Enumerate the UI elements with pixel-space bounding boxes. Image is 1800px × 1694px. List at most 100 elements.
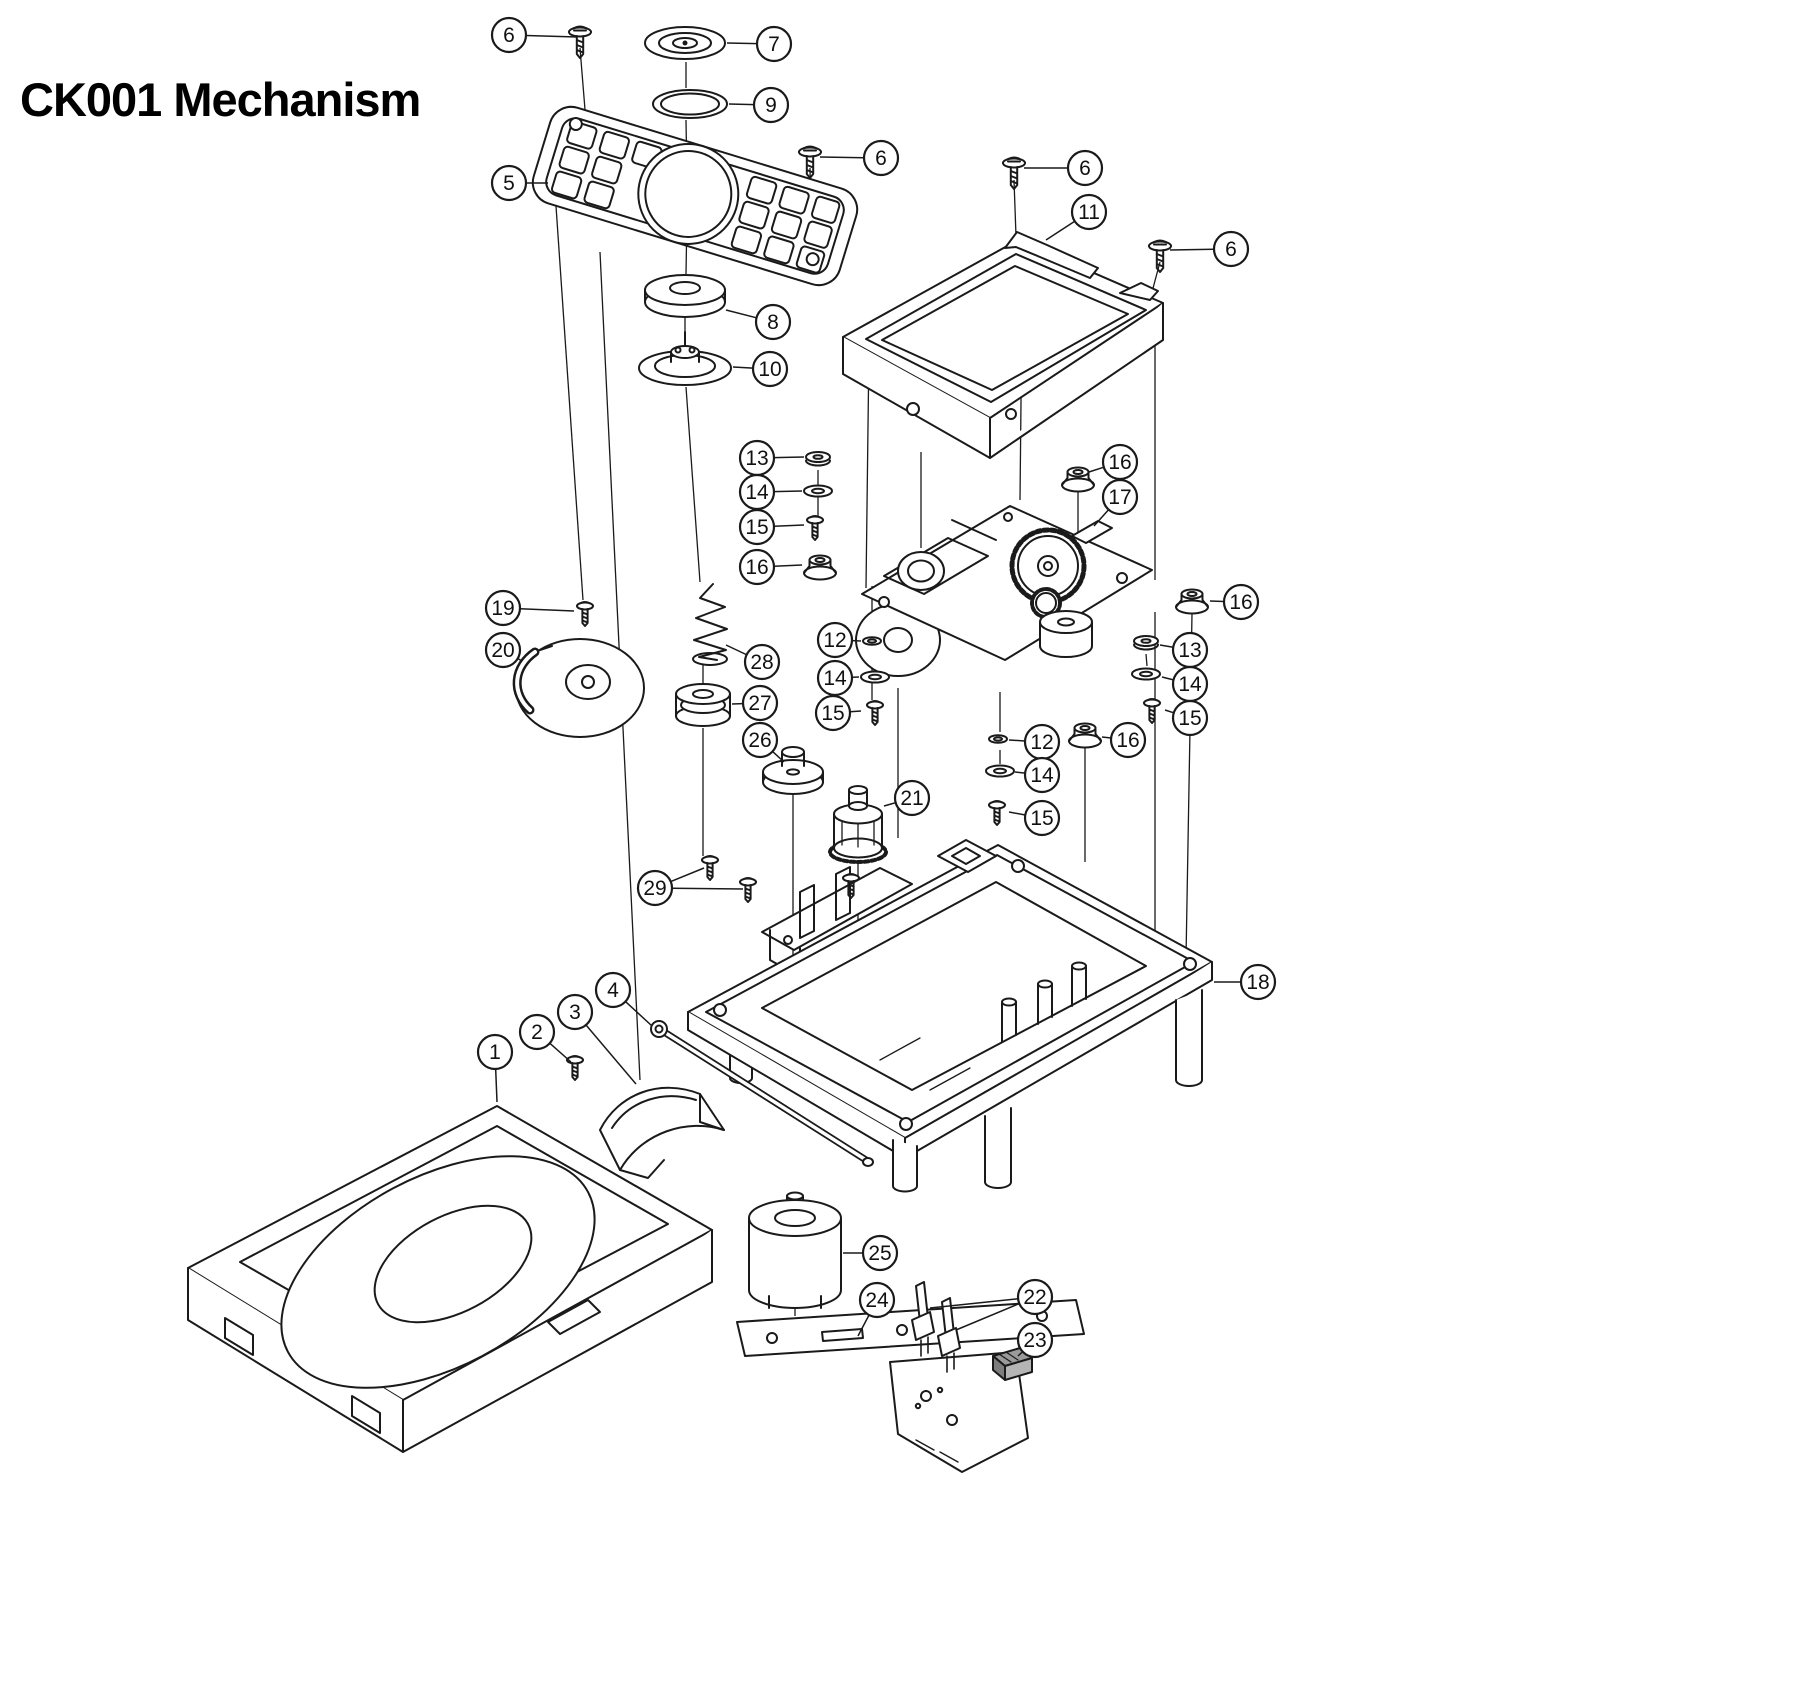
callout-leader-line	[773, 456, 805, 459]
part-pulley	[675, 683, 731, 727]
callout-leader-line	[1159, 644, 1174, 648]
callout-leader-line	[1093, 509, 1110, 527]
callout-leader-line	[1101, 736, 1112, 739]
callout-balloon	[490, 164, 528, 202]
callout-20: 20	[484, 631, 523, 669]
callout-balloon	[1070, 193, 1108, 231]
callout-leader-line	[849, 710, 862, 713]
callout-leader-line	[819, 156, 865, 159]
part-15-screw	[1143, 698, 1161, 724]
callout-leader-line	[883, 801, 896, 807]
callout-leader-line	[525, 34, 578, 38]
callout-number: 6	[1225, 238, 1237, 261]
callout-leader-line	[732, 366, 754, 369]
callout-22: 22	[929, 1278, 1054, 1331]
callout-balloon	[1222, 583, 1260, 621]
callout-leader-line	[955, 1302, 1020, 1331]
callout-12: 12	[816, 621, 862, 659]
callout-balloon	[476, 1033, 514, 1071]
callout-number: 9	[765, 94, 777, 117]
part-switch-pcb	[736, 1299, 1085, 1473]
part-clamper-magnet	[644, 274, 726, 318]
callout-leader-line	[585, 1024, 637, 1085]
part-leaf-switch-2	[937, 1297, 961, 1373]
callout-leader-line	[1008, 739, 1026, 742]
callout-leader-line	[772, 750, 785, 763]
callout-number: 14	[823, 667, 847, 690]
callout-number: 6	[503, 24, 515, 47]
callout-number: 13	[1178, 639, 1201, 662]
callout-number: 24	[865, 1289, 889, 1312]
part-chassis	[687, 839, 1213, 1193]
callout-number: 16	[1229, 591, 1252, 614]
assembly-axis-line	[685, 386, 701, 583]
callout-16: 16	[738, 548, 803, 586]
callout-leader-line	[725, 309, 757, 319]
callout-leader-line	[728, 103, 755, 106]
page-title: CK001 Mechanism	[20, 73, 421, 126]
callout-balloon	[738, 548, 776, 586]
callout-leader-line	[670, 867, 705, 883]
callout-6: 6	[490, 16, 578, 54]
callout-27: 27	[731, 684, 779, 722]
callout-number: 7	[768, 33, 780, 56]
callout-balloon	[1023, 799, 1061, 837]
callout-2: 2	[518, 1013, 572, 1063]
assembly-axis-line	[555, 205, 584, 601]
callout-balloon	[754, 303, 792, 341]
callout-15: 15	[1164, 699, 1209, 737]
part-14-washer	[1131, 667, 1161, 681]
part-14-washer	[803, 484, 833, 498]
callout-number: 2	[531, 1021, 543, 1044]
callout-16: 16	[1101, 721, 1147, 759]
callout-6: 6	[1024, 149, 1104, 187]
callout-number: 14	[1178, 673, 1202, 696]
callout-number: 11	[1078, 201, 1100, 224]
callout-leader-line	[1164, 709, 1175, 714]
part-gear-assembly	[828, 785, 888, 864]
callout-number: 5	[503, 172, 515, 195]
callout-balloon	[858, 1281, 896, 1319]
callout-balloon	[1023, 756, 1061, 794]
callout-balloon	[741, 721, 779, 759]
callout-23: 23	[1016, 1321, 1054, 1359]
callout-number: 19	[491, 597, 514, 620]
part-13-washer	[805, 451, 831, 467]
callout-leader-line	[1045, 220, 1076, 241]
callout-balloon	[861, 1234, 899, 1272]
callout-number: 17	[1108, 486, 1131, 509]
callout-number: 3	[569, 1001, 581, 1024]
part-clamper-ring	[652, 89, 728, 119]
callout-balloon	[755, 25, 793, 63]
callout-number: 16	[1108, 451, 1131, 474]
callout-number: 12	[823, 629, 846, 652]
callout-balloon	[893, 779, 931, 817]
part-cam-disc	[512, 638, 645, 738]
callout-balloon	[1171, 699, 1209, 737]
callout-balloon	[484, 589, 522, 627]
callout-number: 15	[1030, 807, 1053, 830]
callout-24: 24	[857, 1281, 896, 1337]
assembly-axis-line	[1145, 653, 1148, 667]
part-16-grommet	[1175, 588, 1209, 615]
callout-1: 1	[476, 1033, 514, 1103]
callout-number: 18	[1246, 971, 1269, 994]
part-clamp-frame	[842, 231, 1164, 459]
callout-leader-line	[1088, 466, 1105, 473]
part-16-grommet	[803, 554, 837, 581]
callout-balloon	[518, 1013, 556, 1051]
callout-number: 14	[1030, 764, 1054, 787]
callout-balloon	[1212, 230, 1250, 268]
part-29-screw	[701, 855, 719, 881]
callout-number: 20	[491, 639, 514, 662]
callout-12: 12	[1008, 723, 1061, 761]
callout-28: 28	[725, 643, 781, 681]
callout-9: 9	[728, 86, 790, 124]
callout-7: 7	[726, 25, 793, 63]
callout-14: 14	[1161, 665, 1209, 703]
callout-number: 25	[868, 1242, 891, 1265]
callout-leader-line	[929, 1298, 1019, 1309]
